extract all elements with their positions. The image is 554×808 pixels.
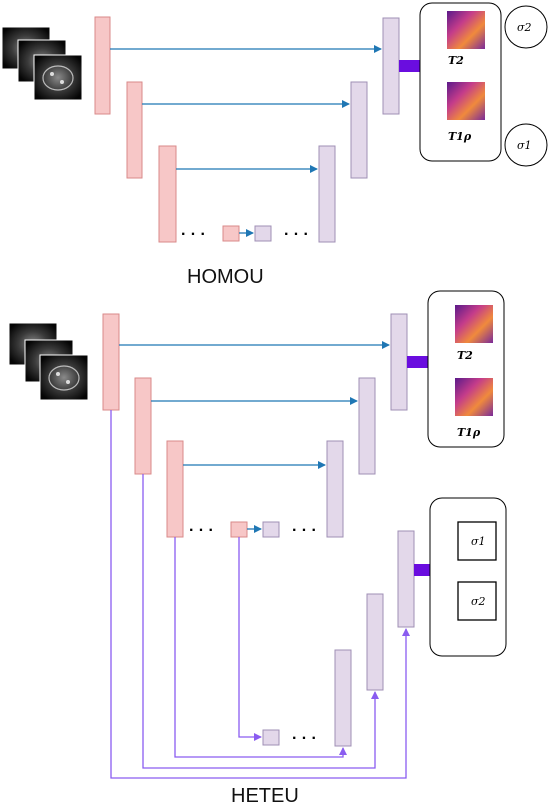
homou-section: · · · · · · T2 T1ρ σ2 σ1 [1,2,548,243]
homou-t2-map [447,11,485,49]
homou-t2-label: T2 [448,54,464,67]
homou-encoder-block-1 [94,16,111,115]
heteu-uncertainty-bottleneck [262,729,280,746]
heteu-encoder-block-2 [134,377,152,475]
heteu-bottleneck-decoder [262,521,280,538]
heteu-t1rho-map [455,378,493,416]
heteu-sigma2-label: σ2 [471,595,486,608]
heteu-encoder-block-3 [166,440,184,538]
heteu-sigma1-square [457,521,497,561]
heteu-input-images [8,322,89,401]
homou-bottleneck-decoder [254,225,272,242]
homou-input-images [1,26,83,101]
homou-label: HOMOU [187,266,264,288]
heteu-uncertainty-skip-3 [174,537,347,758]
heteu-label: HETEU [231,785,299,807]
heteu-ellipsis-bottom: · · · [292,730,317,747]
heteu-uncertainty-decoder-3 [334,649,352,747]
homou-sigma1-node [504,123,548,167]
heteu-t2-label: T2 [457,349,473,362]
homou-t1rho-label: T1ρ [448,130,472,143]
homou-decoder-block-2 [350,81,368,179]
heteu-ellipsis-right: · · · [292,522,317,539]
heteu-decoder-block-2 [358,377,376,475]
homou-bottleneck-encoder [222,225,240,242]
heteu-bottleneck-encoder [230,521,248,538]
heteu-t2-map [455,305,493,343]
homou-ellipsis-right: · · · [284,226,309,243]
heteu-ellipsis-left: · · · [189,522,214,539]
heteu-decoder-block-3 [326,440,344,538]
homou-encoder-block-2 [126,81,143,179]
heteu-uncertainty-decoder-2 [366,593,384,691]
heteu-uncertainty-skip-2 [142,474,379,769]
homou-decoder-block-3 [318,145,336,243]
heteu-uncertainty-skip-bottleneck [238,537,262,741]
homou-sigma2-node [504,5,548,49]
heteu-sigma2-square [457,581,497,621]
homou-ellipsis-left: · · · [181,226,206,243]
heteu-uncertainty-decoder-1 [397,530,415,628]
heteu-uncertainty-skip-1 [110,410,410,779]
heteu-section: · · · · · · T2 T1ρ · · · σ1 σ2 [8,290,507,779]
heteu-sigma1-label: σ1 [471,535,486,548]
homou-sigma2-label: σ2 [517,21,532,34]
heteu-t1rho-label: T1ρ [457,426,481,439]
homou-t1rho-map [447,82,485,120]
heteu-decoder-block-1 [390,313,408,411]
heteu-encoder-block-1 [102,313,120,411]
homou-decoder-block-1 [382,17,400,115]
homou-sigma1-label: σ1 [517,139,532,152]
homou-encoder-block-3 [158,145,177,243]
